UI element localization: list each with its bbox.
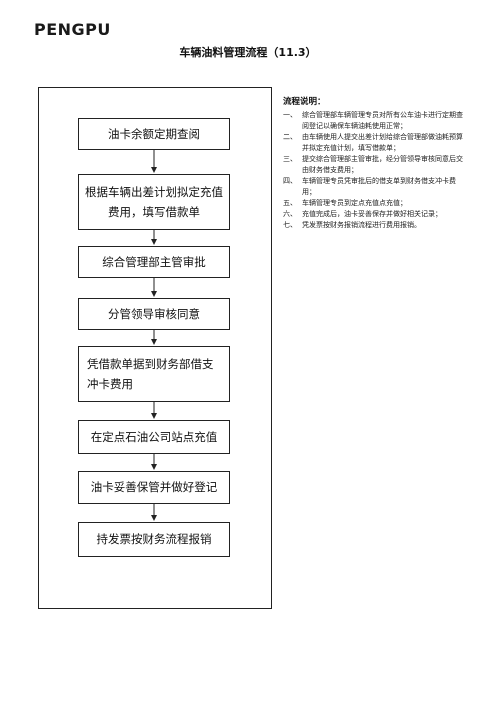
step-draft-recharge-plan: 根据车辆出差计划拟定充值费用，填写借款单 [78,174,230,230]
process-notes: 流程说明： 一、综合管理部车辆管理专员对所有公车油卡进行定期查阅登记以确保车辆油… [283,95,463,231]
note-number: 五、 [283,199,297,207]
company-logo: PENGPU [34,20,111,39]
flowchart-frame [38,87,272,609]
note-number: 三、 [283,155,297,163]
note-number: 一、 [283,111,297,119]
note-number: 七、 [283,221,297,229]
note-item: 五、车辆管理专员到定点充值点充值； [283,198,463,209]
step-recharge-at-station: 在定点石油公司站点充值 [78,420,230,454]
note-item: 二、由车辆使用人提交出差计划给综合管理部做油耗预算并拟定充值计划，填写借款单； [283,132,463,154]
note-text: 车辆管理专员到定点充值点充值； [302,199,407,207]
step-store-card-register: 油卡妥善保管并做好登记 [78,471,230,504]
note-item: 一、综合管理部车辆管理专员对所有公车油卡进行定期查阅登记以确保车辆油耗使用正常； [283,110,463,132]
note-text: 充值完成后，油卡妥善保存并做好相关记录； [302,210,442,218]
document-title: 车辆油料管理流程（11.3） [179,46,317,59]
note-text: 综合管理部车辆管理专员对所有公车油卡进行定期查阅登记以确保车辆油耗使用正常； [302,111,463,130]
note-text: 由车辆使用人提交出差计划给综合管理部做油耗预算并拟定充值计划，填写借款单； [302,133,463,152]
note-number: 二、 [283,133,297,141]
note-item: 六、充值完成后，油卡妥善保存并做好相关记录； [283,209,463,220]
note-item: 三、提交综合管理部主管审批，经分管领导审核同意后交由财务借支费用； [283,154,463,176]
step-admin-supervisor-approval: 综合管理部主管审批 [78,246,230,278]
note-item: 四、车辆管理专员凭审批后的借支单到财务借支冲卡费用； [283,176,463,198]
note-item: 七、凭发票按财务报销流程进行费用报销。 [283,220,463,231]
note-number: 四、 [283,177,297,185]
note-number: 六、 [283,210,297,218]
notes-title: 流程说明： [283,97,326,107]
step-reimburse-with-invoice: 持发票按财务流程报销 [78,522,230,557]
step-leader-review: 分管领导审核同意 [78,298,230,330]
step-borrow-funds-finance: 凭借款单据到财务部借支冲卡费用 [78,346,230,402]
step-check-card-balance: 油卡余额定期查阅 [78,118,230,150]
note-text: 车辆管理专员凭审批后的借支单到财务借支冲卡费用； [302,177,456,196]
note-text: 凭发票按财务报销流程进行费用报销。 [302,221,421,229]
note-text: 提交综合管理部主管审批，经分管领导审核同意后交由财务借支费用； [302,155,463,174]
